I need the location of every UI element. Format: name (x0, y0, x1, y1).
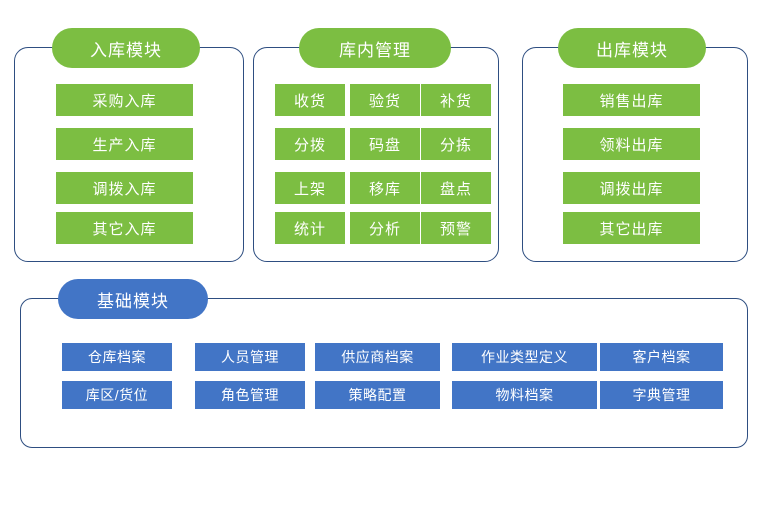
module-item-dictionary-management[interactable]: 字典管理 (600, 381, 723, 409)
module-item-analysis[interactable]: 分析 (350, 212, 420, 244)
module-item-allocate[interactable]: 分拨 (275, 128, 345, 160)
module-item-outbound-transfer[interactable]: 调拨出库 (563, 172, 700, 204)
module-item-label: 领料出库 (599, 136, 664, 154)
module-item-zone-location[interactable]: 库区/货位 (62, 381, 172, 409)
module-item-label: 移库 (368, 180, 401, 198)
module-item-statistics[interactable]: 统计 (275, 212, 345, 244)
module-item-label: 其它出库 (599, 220, 664, 238)
module-item-label: 调拨入库 (92, 180, 157, 198)
module-item-label: 调拨出库 (599, 180, 664, 198)
module-item-inbound-other[interactable]: 其它入库 (56, 212, 193, 244)
panel-header-outbound-label: 出库模块 (596, 40, 668, 60)
module-item-warehouse-profile[interactable]: 仓库档案 (62, 343, 172, 371)
panel-header-inwarehouse[interactable]: 库内管理 (299, 28, 451, 68)
module-item-palletize[interactable]: 码盘 (350, 128, 420, 160)
module-item-replenish[interactable]: 补货 (421, 84, 491, 116)
module-item-inbound-production[interactable]: 生产入库 (56, 128, 193, 160)
module-item-outbound-other[interactable]: 其它出库 (563, 212, 700, 244)
module-item-label: 角色管理 (221, 387, 279, 403)
panel-header-inbound-label: 入库模块 (90, 40, 162, 60)
panel-header-basic-label: 基础模块 (97, 291, 169, 311)
module-item-receive[interactable]: 收货 (275, 84, 345, 116)
module-item-label: 分拣 (439, 136, 472, 154)
module-item-label: 销售出库 (599, 92, 664, 110)
module-item-label: 验货 (368, 92, 401, 110)
module-item-stocktake[interactable]: 盘点 (421, 172, 491, 204)
module-item-material-profile[interactable]: 物料档案 (452, 381, 597, 409)
panel-basic (20, 298, 748, 448)
panel-header-inbound[interactable]: 入库模块 (52, 28, 200, 68)
module-item-task-type-definition[interactable]: 作业类型定义 (452, 343, 597, 371)
module-item-label: 供应商档案 (341, 349, 414, 365)
module-item-label: 统计 (293, 220, 326, 238)
module-item-strategy-config[interactable]: 策略配置 (315, 381, 440, 409)
panel-header-inwarehouse-label: 库内管理 (339, 40, 411, 60)
module-item-label: 分拨 (293, 136, 326, 154)
module-item-label: 库区/货位 (85, 387, 149, 403)
module-item-supplier-profile[interactable]: 供应商档案 (315, 343, 440, 371)
module-item-label: 分析 (368, 220, 401, 238)
module-item-role-management[interactable]: 角色管理 (195, 381, 305, 409)
module-item-inspect[interactable]: 验货 (350, 84, 420, 116)
module-item-customer-profile[interactable]: 客户档案 (600, 343, 723, 371)
module-item-label: 人员管理 (221, 349, 279, 365)
module-item-label: 补货 (439, 92, 472, 110)
module-item-label: 作业类型定义 (481, 349, 568, 365)
module-item-staff-management[interactable]: 人员管理 (195, 343, 305, 371)
module-item-label: 收货 (293, 92, 326, 110)
module-item-label: 字典管理 (632, 387, 691, 403)
module-item-label: 采购入库 (92, 92, 157, 110)
panel-header-outbound[interactable]: 出库模块 (558, 28, 706, 68)
module-item-outbound-picking[interactable]: 领料出库 (563, 128, 700, 160)
module-item-label: 物料档案 (495, 387, 554, 403)
module-item-label: 其它入库 (92, 220, 157, 238)
module-item-putaway[interactable]: 上架 (275, 172, 345, 204)
module-item-label: 生产入库 (92, 136, 157, 154)
module-item-move[interactable]: 移库 (350, 172, 420, 204)
module-item-label: 码盘 (368, 136, 401, 154)
module-item-label: 预警 (439, 220, 472, 238)
panel-header-basic[interactable]: 基础模块 (58, 279, 208, 319)
module-item-outbound-sales[interactable]: 销售出库 (563, 84, 700, 116)
module-item-label: 盘点 (439, 180, 472, 198)
module-item-sort[interactable]: 分拣 (421, 128, 491, 160)
module-item-inbound-purchase[interactable]: 采购入库 (56, 84, 193, 116)
module-item-label: 上架 (293, 180, 326, 198)
module-item-label: 客户档案 (632, 349, 691, 365)
module-item-label: 策略配置 (348, 387, 407, 403)
module-item-alert[interactable]: 预警 (421, 212, 491, 244)
module-item-inbound-transfer[interactable]: 调拨入库 (56, 172, 193, 204)
module-item-label: 仓库档案 (88, 349, 146, 365)
